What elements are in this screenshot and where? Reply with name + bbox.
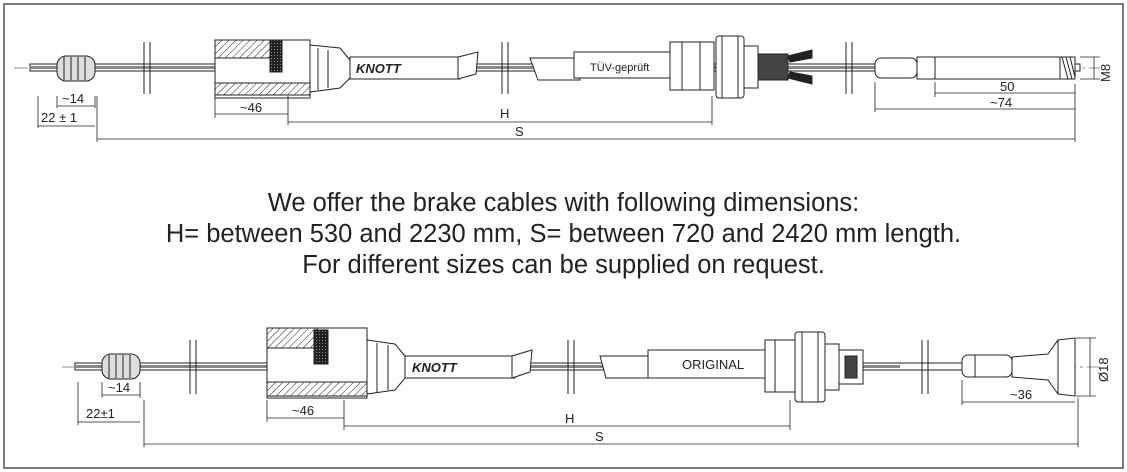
top-cable-adjuster [669, 35, 813, 99]
top-dim-end-len: ~14 [62, 91, 84, 106]
dimension-notes: We offer the brake cables with following… [0, 188, 1127, 281]
top-dim-thread-len: 50 [1000, 79, 1014, 94]
bottom-brand-label: KNOTT [412, 360, 458, 375]
bottom-cable-nipple [101, 353, 141, 380]
top-dim-s: S [515, 124, 524, 139]
bottom-cable-tip [961, 337, 1076, 397]
bottom-dim-h: H [565, 411, 574, 426]
bottom-sleeve-label: ORIGINAL [682, 357, 744, 372]
top-cable-housing [214, 39, 351, 99]
top-dim-end-pos: 22 ± 1 [41, 110, 77, 125]
bottom-dim-diameter: Ø18 [1096, 357, 1111, 382]
bottom-dimensions [77, 337, 1096, 447]
bottom-cable-sleeve [404, 349, 769, 379]
note-line-2: H= between 530 and 2230 mm, S= between 7… [165, 220, 962, 248]
drawing-border [3, 3, 1124, 469]
note-line-3: For different sizes can be supplied on r… [302, 251, 825, 279]
bottom-dim-end-len: ~14 [108, 380, 130, 395]
top-sleeve-label: TÜV-geprüft [590, 62, 649, 74]
top-dim-rod-len: ~74 [990, 95, 1012, 110]
bottom-cable-housing [266, 327, 406, 399]
top-brand-label: KNOTT [356, 61, 402, 76]
top-cable-nipple [56, 55, 96, 82]
top-dim-housing: ~46 [240, 100, 262, 115]
bottom-dim-tip-len: ~36 [1010, 387, 1032, 402]
top-cable-rod [874, 56, 1076, 80]
bottom-cable-adjuster [764, 331, 864, 403]
top-dim-h: H [500, 106, 509, 121]
bottom-dim-s: S [595, 429, 604, 444]
top-cable-sleeve [349, 51, 675, 81]
top-cable: KNOTT TÜV-geprüft [14, 35, 1113, 142]
bottom-dim-end-pos: 22±1 [86, 406, 115, 421]
bottom-dim-housing: ~46 [292, 403, 314, 418]
top-dim-thread: M8 [1098, 64, 1113, 82]
bottom-cable: KNOTT ORIGINAL [62, 327, 1111, 447]
note-line-1: We offer the brake cables with following… [267, 189, 860, 217]
top-dimensions [37, 56, 1100, 142]
